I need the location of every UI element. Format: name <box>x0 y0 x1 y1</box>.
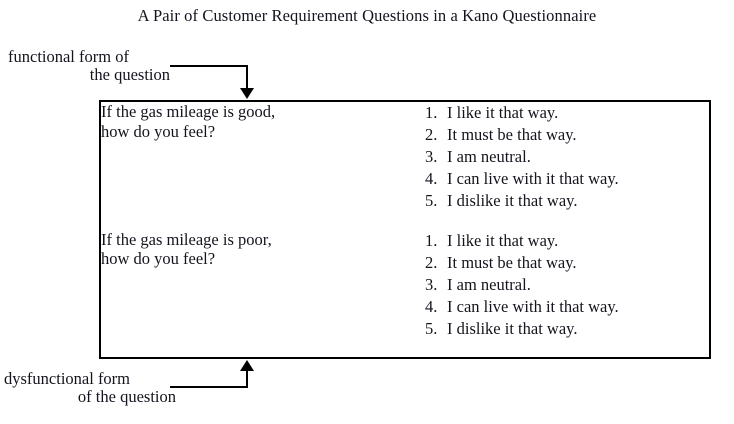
answer-option-number: 4. <box>425 169 438 188</box>
answer-option-number: 1. <box>425 103 438 122</box>
answer-option-number: 4. <box>425 296 438 316</box>
question-text: If the gas mileage is good, how do you f… <box>101 102 276 141</box>
dysfunctional-form-callout-line1: dysfunctional form <box>4 369 131 388</box>
answer-option-number: 5. <box>425 191 438 210</box>
table-row: If the gas mileage is poor, how do you f… <box>101 229 709 357</box>
table-row: If the gas mileage is good, how do you f… <box>101 102 709 230</box>
answer-option[interactable]: 1. I like it that way. <box>425 230 709 252</box>
answer-option[interactable]: 5. I dislike it that way. <box>425 318 709 340</box>
functional-arrow-down-icon <box>240 88 254 99</box>
dysfunctional-form-callout-label: dysfunctional form of the question <box>4 370 184 406</box>
kano-questionnaire-table: If the gas mileage is good, how do you f… <box>99 100 711 359</box>
answer-option[interactable]: 2. It must be that way. <box>425 124 709 146</box>
dysfunctional-arrow-up-icon <box>240 360 254 371</box>
answer-option-number: 2. <box>425 252 438 272</box>
answer-option-text: It must be that way. <box>447 252 577 272</box>
figure-title: A Pair of Customer Requirement Questions… <box>137 6 597 25</box>
answer-option[interactable]: 4. I can live with it that way. <box>425 168 709 190</box>
functional-leader-vertical-line <box>246 65 248 90</box>
functional-form-callout-label: functional form of the question <box>8 48 178 84</box>
answer-option-text: I can live with it that way. <box>447 296 619 316</box>
question-cell: If the gas mileage is good, how do you f… <box>101 102 390 230</box>
answer-option-text: I like it that way. <box>447 230 559 250</box>
dysfunctional-leader-horizontal-line <box>170 386 248 388</box>
dysfunctional-leader-vertical-line <box>246 370 248 388</box>
answer-options-cell: 1. I like it that way. 2. It must be that w… <box>390 102 709 230</box>
answer-option-list: 1. I like it that way. 2. It must be that w… <box>390 102 709 212</box>
answer-option-number: 1. <box>425 230 438 250</box>
answer-option-text: I can live with it that way. <box>447 169 619 188</box>
answer-option[interactable]: 4. I can live with it that way. <box>425 296 709 318</box>
functional-form-callout-line2: the question <box>89 65 170 84</box>
question-cell: If the gas mileage is poor, how do you f… <box>101 229 390 357</box>
answer-option-text: I dislike it that way. <box>447 318 578 338</box>
answer-option-number: 2. <box>425 125 438 144</box>
question-text: If the gas mileage is poor, how do you f… <box>101 229 272 269</box>
answer-options-cell: 1. I like it that way. 2. It must be that w… <box>390 229 709 357</box>
functional-leader-horizontal-line <box>170 65 248 67</box>
answer-option-list: 1. I like it that way. 2. It must be that w… <box>390 230 709 340</box>
answer-option-text: I dislike it that way. <box>447 191 578 210</box>
answer-option[interactable]: 2. It must be that way. <box>425 252 709 274</box>
answer-option-text: I like it that way. <box>447 103 559 122</box>
answer-option-text: It must be that way. <box>447 125 577 144</box>
functional-form-callout-line1: functional form of <box>8 47 129 66</box>
dysfunctional-form-callout-line2: of the question <box>77 387 176 406</box>
answer-option[interactable]: 5. I dislike it that way. <box>425 190 709 212</box>
answer-option-number: 3. <box>425 147 438 166</box>
answer-option-number: 5. <box>425 318 438 338</box>
answer-option-text: I am neutral. <box>447 274 531 294</box>
answer-option-text: I am neutral. <box>447 147 531 166</box>
answer-option[interactable]: 1. I like it that way. <box>425 102 709 124</box>
answer-option[interactable]: 3. I am neutral. <box>425 274 709 296</box>
answer-option-number: 3. <box>425 274 438 294</box>
answer-option[interactable]: 3. I am neutral. <box>425 146 709 168</box>
